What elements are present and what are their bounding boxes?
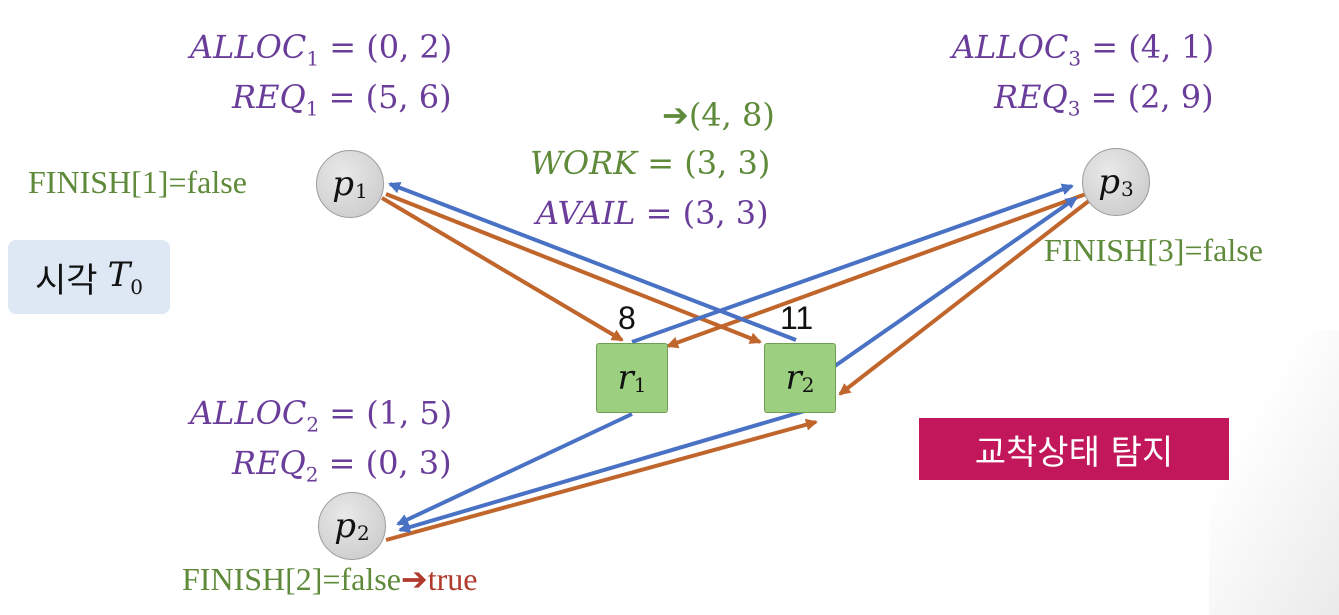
p3-req-label: REQ — [994, 78, 1068, 116]
assign-edge-r2-p3 — [830, 196, 1078, 370]
p2-finish-arrow-icon: ➔ — [400, 561, 428, 597]
p1-subscript: 1 — [355, 179, 368, 203]
work-label: WORK — [530, 144, 638, 182]
p3-alloc-value: = (4, 1) — [1091, 28, 1215, 66]
work-update-arrow-icon: ➔ — [662, 96, 689, 134]
work-update-value: (4, 8) — [688, 96, 775, 134]
time-label-box: 시각 T0 — [8, 240, 170, 314]
r1-instance-count: 8 — [618, 300, 636, 336]
p2-req: REQ2 = (0, 3) — [232, 444, 452, 486]
request-edge-p1-r1 — [380, 196, 624, 342]
time-symbol: T — [107, 255, 131, 296]
p2-alloc: ALLOC2 = (1, 5) — [190, 394, 452, 436]
p1-req-label: REQ — [232, 78, 306, 116]
request-edge-p3-r2 — [838, 198, 1092, 396]
p3-req-sub: 3 — [1067, 96, 1081, 121]
work-update: ➔(4, 8) — [662, 96, 775, 134]
p2-alloc-label: ALLOC — [190, 394, 307, 432]
deadlock-detection-badge: 교착상태 탐지 — [919, 418, 1229, 480]
assign-edge-r1-p3 — [631, 183, 1074, 344]
p1-alloc-value: = (0, 2) — [329, 28, 453, 66]
p3-alloc: ALLOC3 = (4, 1) — [952, 28, 1214, 70]
work-line: WORK = (3, 3) — [530, 144, 770, 182]
p2-req-sub: 2 — [305, 462, 319, 487]
p3-alloc-sub: 3 — [1068, 46, 1082, 71]
p1-req: REQ1 = (5, 6) — [232, 78, 452, 120]
avail-line: AVAIL = (3, 3) — [536, 194, 769, 232]
p2-alloc-value: = (1, 5) — [329, 394, 453, 432]
p3-subscript: 3 — [1121, 177, 1134, 201]
r2-subscript: 2 — [801, 373, 815, 397]
p1-alloc-sub: 1 — [306, 46, 320, 71]
r2-instance-count: 11 — [780, 300, 814, 336]
r1-symbol: r — [617, 358, 634, 398]
p3-symbol: p — [1098, 162, 1121, 202]
p2-finish-new-value: true — [427, 561, 478, 597]
p2-symbol: p — [334, 506, 357, 546]
p1-alloc-label: ALLOC — [190, 28, 307, 66]
request-edge-p3-r1 — [666, 192, 1087, 349]
assign-edge-r1-p2 — [396, 412, 633, 526]
p2-alloc-sub: 2 — [306, 412, 320, 437]
p2-req-value: = (0, 3) — [328, 444, 452, 482]
r1-subscript: 1 — [633, 373, 647, 397]
p2-finish: FINISH[2]=false➔true — [182, 560, 477, 598]
avail-value: = (3, 3) — [645, 194, 769, 232]
time-label: 시각 — [35, 260, 98, 301]
p1-req-sub: 1 — [305, 96, 319, 121]
work-value: = (3, 3) — [647, 144, 771, 182]
p1-req-value: = (5, 6) — [328, 78, 452, 116]
p3-finish: FINISH[3]=false — [1044, 232, 1263, 268]
assign-edge-r2-p1 — [388, 181, 797, 342]
p3-req-value: = (2, 9) — [1090, 78, 1214, 116]
p3-alloc-label: ALLOC — [952, 28, 1069, 66]
p3-req: REQ3 = (2, 9) — [994, 78, 1214, 120]
p2-subscript: 2 — [357, 521, 370, 545]
assign-edge-r2-p2 — [398, 408, 809, 533]
p1-symbol: p — [332, 164, 355, 204]
background-shade — [1209, 330, 1339, 615]
r2-symbol: r — [785, 358, 802, 398]
request-edge-p2-r2 — [385, 418, 818, 542]
p1-finish: FINISH[1]=false — [28, 164, 247, 200]
avail-label: AVAIL — [536, 194, 636, 232]
p2-finish-text: FINISH[2]=false — [182, 561, 401, 597]
p2-req-label: REQ — [232, 444, 306, 482]
p1-alloc: ALLOC1 = (0, 2) — [190, 28, 452, 70]
time-subscript: 0 — [130, 274, 143, 299]
